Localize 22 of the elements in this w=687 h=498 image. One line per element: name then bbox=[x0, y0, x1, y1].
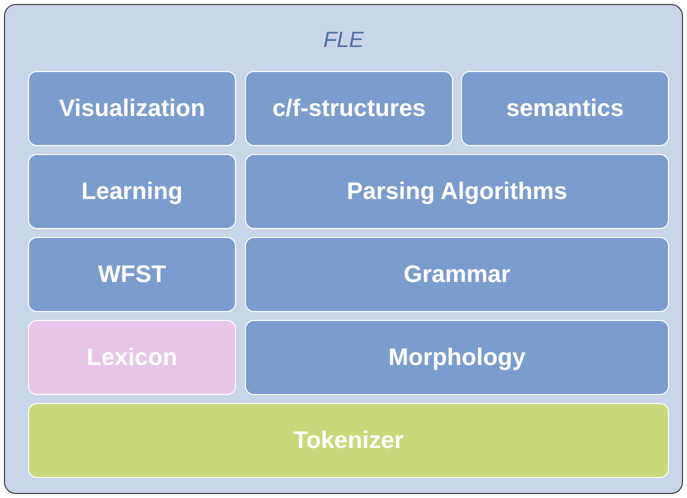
module-label: Learning bbox=[81, 178, 183, 206]
module-box bbox=[245, 237, 669, 312]
module-box bbox=[245, 320, 669, 395]
module-box bbox=[245, 154, 669, 229]
panel bbox=[4, 4, 683, 494]
module-box bbox=[28, 237, 236, 312]
module-label: c/f-structures bbox=[272, 94, 426, 122]
module-box bbox=[28, 71, 236, 146]
module-box bbox=[461, 71, 669, 146]
panel-title: FLE bbox=[322, 27, 365, 53]
module-box bbox=[28, 403, 669, 478]
module-label: Grammar bbox=[404, 260, 510, 288]
module-label: WFST bbox=[98, 260, 166, 288]
module-box bbox=[28, 154, 236, 229]
module-label: semantics bbox=[506, 94, 624, 122]
module-label: Visualization bbox=[58, 94, 206, 122]
module-box bbox=[28, 320, 236, 395]
module-label: Lexicon bbox=[86, 344, 178, 372]
module-box bbox=[245, 71, 453, 146]
module-label: Tokenizer bbox=[293, 426, 404, 454]
module-label: Parsing Algorithms bbox=[346, 178, 568, 206]
module-label: Morphology bbox=[388, 344, 526, 372]
